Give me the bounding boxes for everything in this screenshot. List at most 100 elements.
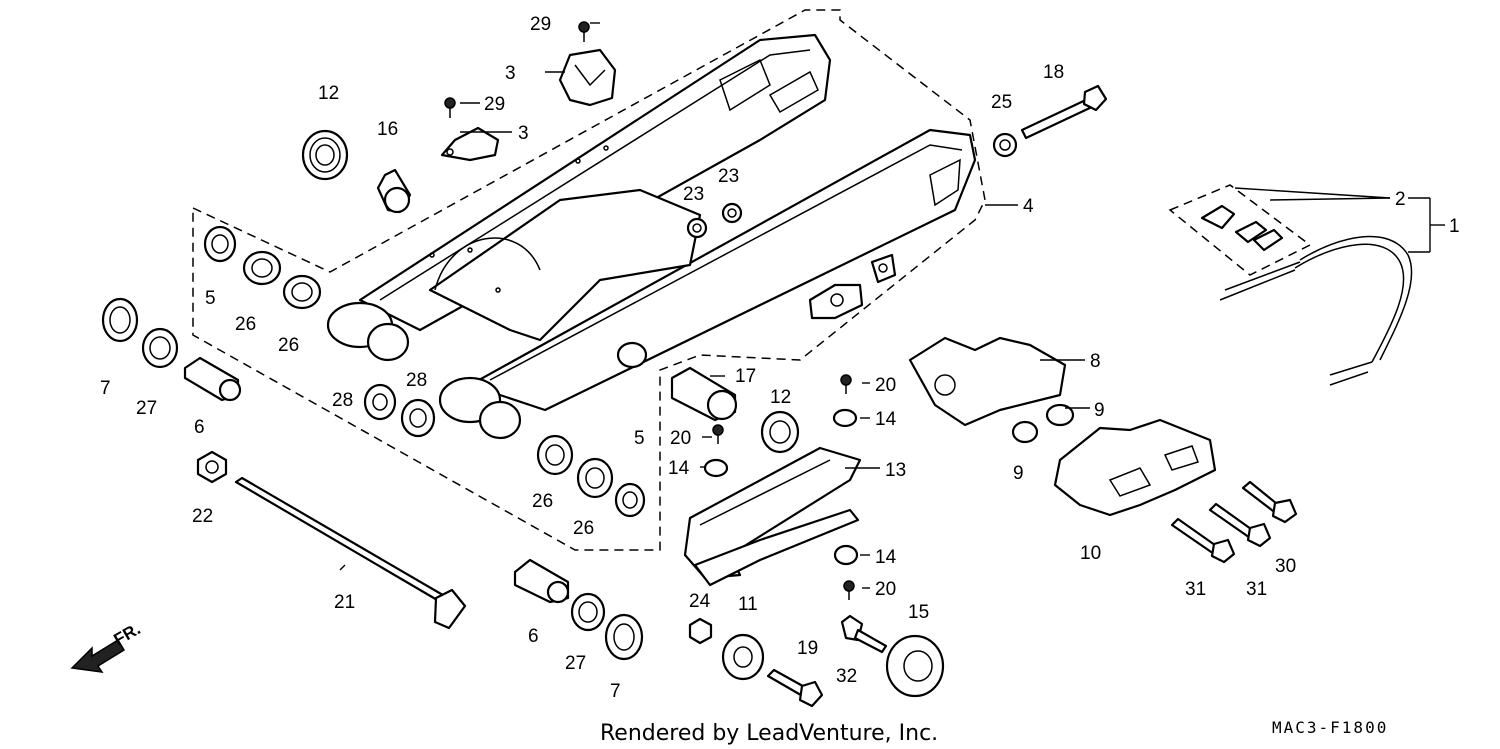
callout-12-lower: 12 xyxy=(770,387,791,408)
callout-28-a: 28 xyxy=(332,390,353,411)
callout-11: 11 xyxy=(738,594,758,615)
callout-12-upper: 12 xyxy=(318,83,339,104)
callout-21: 21 xyxy=(334,592,355,613)
part-26-bearing-a[interactable] xyxy=(242,250,282,286)
callout-7-left: 7 xyxy=(100,378,111,399)
part-5-seal-right[interactable] xyxy=(614,482,646,518)
part-26-bearing-b[interactable] xyxy=(282,274,322,310)
part-9-collar-b[interactable] xyxy=(1011,420,1039,444)
part-6-collar-right[interactable] xyxy=(513,558,570,604)
callout-9-upper: 9 xyxy=(1094,400,1105,421)
part-27-seal-right[interactable] xyxy=(570,592,606,632)
callout-26-b: 26 xyxy=(278,335,299,356)
rendered-by-credit: Rendered by LeadVenture, Inc. xyxy=(600,721,938,746)
callout-26-c: 26 xyxy=(532,491,553,512)
part-29-bolt-lower[interactable] xyxy=(444,97,456,118)
part-12-seal-lower[interactable] xyxy=(760,410,800,454)
callout-31-b: 31 xyxy=(1246,579,1267,600)
part-1-drive-chain[interactable] xyxy=(1219,235,1413,386)
part-20-screw-c[interactable] xyxy=(843,580,855,600)
callout-6-right: 6 xyxy=(528,626,539,647)
part-14-grommet-a[interactable] xyxy=(832,408,858,428)
callout-3-upper: 3 xyxy=(505,63,516,84)
part-16-collar[interactable] xyxy=(376,168,412,214)
part-27-seal-left[interactable] xyxy=(141,327,179,369)
part-12-seal-upper[interactable] xyxy=(301,129,349,181)
part-8-chain-guide-upper[interactable] xyxy=(908,336,1067,427)
part-18-bolt[interactable] xyxy=(1020,84,1108,140)
front-direction-arrow: FR. xyxy=(70,619,144,673)
part-26-bearing-d[interactable] xyxy=(576,457,614,499)
callout-2: 2 xyxy=(1395,189,1406,210)
part-32-bolt[interactable] xyxy=(840,614,888,654)
callout-32: 32 xyxy=(836,666,857,687)
callout-14-b: 14 xyxy=(668,458,690,479)
leader-lines xyxy=(339,22,1445,589)
part-17-collar[interactable] xyxy=(670,366,738,422)
callout-23-a: 23 xyxy=(683,184,704,205)
part-23-nut-a[interactable] xyxy=(686,217,708,239)
part-20-screw-a[interactable] xyxy=(840,374,852,394)
callout-14-a: 14 xyxy=(875,409,897,430)
callout-20-c: 20 xyxy=(875,579,896,600)
part-6-collar-left[interactable] xyxy=(183,356,242,402)
callout-18: 18 xyxy=(1043,62,1064,83)
callout-19: 19 xyxy=(797,638,818,659)
callout-27-left: 27 xyxy=(136,398,157,419)
callout-13: 13 xyxy=(885,460,906,481)
part-14-grommet-b[interactable] xyxy=(703,458,729,478)
part-31-bolt-a[interactable] xyxy=(1208,502,1272,548)
part-9-collar-a[interactable] xyxy=(1045,403,1075,427)
part-3-chain-guide-upper[interactable] xyxy=(558,48,617,107)
part-25-nut[interactable] xyxy=(992,132,1018,158)
part-11-roller[interactable] xyxy=(721,633,765,681)
part-30-bolt[interactable] xyxy=(1241,480,1298,524)
part-28-bearing-b[interactable] xyxy=(400,398,436,438)
callout-29-upper: 29 xyxy=(530,14,551,35)
callout-3-lower: 3 xyxy=(518,123,529,144)
callout-25: 25 xyxy=(991,92,1012,113)
callout-14-c: 14 xyxy=(875,547,897,568)
callout-26-d: 26 xyxy=(573,518,594,539)
callout-22: 22 xyxy=(192,506,213,527)
part-21-pivot-bolt[interactable] xyxy=(234,476,467,630)
part-26-bearing-c[interactable] xyxy=(536,434,574,476)
part-29-bolt-upper[interactable] xyxy=(578,21,590,42)
part-2-chain-link[interactable] xyxy=(1200,204,1284,252)
callout-4: 4 xyxy=(1023,196,1034,217)
part-3-chain-guide-lower[interactable] xyxy=(440,126,500,162)
part-15-roller[interactable] xyxy=(885,634,945,698)
callout-23-b: 23 xyxy=(718,166,739,187)
callout-17: 17 xyxy=(735,366,756,387)
part-7-washer-right[interactable] xyxy=(604,613,644,661)
callout-20-b: 20 xyxy=(670,428,691,449)
part-22-nut[interactable] xyxy=(196,450,228,484)
part-23-nut-b[interactable] xyxy=(721,202,743,224)
callout-5-right: 5 xyxy=(634,428,645,449)
callout-1: 1 xyxy=(1449,216,1460,237)
part-31-bolt-b[interactable] xyxy=(1170,517,1236,564)
callout-8: 8 xyxy=(1090,351,1101,372)
callout-16: 16 xyxy=(377,119,398,140)
callout-15: 15 xyxy=(908,602,929,623)
callout-labels: 1 2 3 3 4 5 5 6 6 7 7 8 9 9 10 11 12 12 … xyxy=(100,14,1460,702)
part-20-screw-b[interactable] xyxy=(712,424,724,444)
part-7-washer-left[interactable] xyxy=(101,297,139,343)
swingarm[interactable] xyxy=(326,33,977,440)
callout-31-a: 31 xyxy=(1185,579,1206,600)
part-14-grommet-c[interactable] xyxy=(833,544,859,566)
part-28-bearing-a[interactable] xyxy=(363,383,397,421)
callout-10: 10 xyxy=(1080,543,1101,564)
callout-9-lower: 9 xyxy=(1013,463,1024,484)
callout-7-right: 7 xyxy=(610,681,621,702)
part-13-chain-slider[interactable] xyxy=(683,446,862,587)
part-19-bolt[interactable] xyxy=(766,668,824,708)
dashed-group-swingarm xyxy=(192,9,986,551)
part-24-nut[interactable] xyxy=(688,617,713,645)
part-5-seal-left[interactable] xyxy=(203,225,237,263)
part-10-chain-guide-lower[interactable] xyxy=(1053,418,1217,517)
diagram-code: MAC3-F1800 xyxy=(1272,718,1388,737)
dashed-group-chain-link xyxy=(1168,184,1312,276)
callout-29-lower: 29 xyxy=(484,94,505,115)
